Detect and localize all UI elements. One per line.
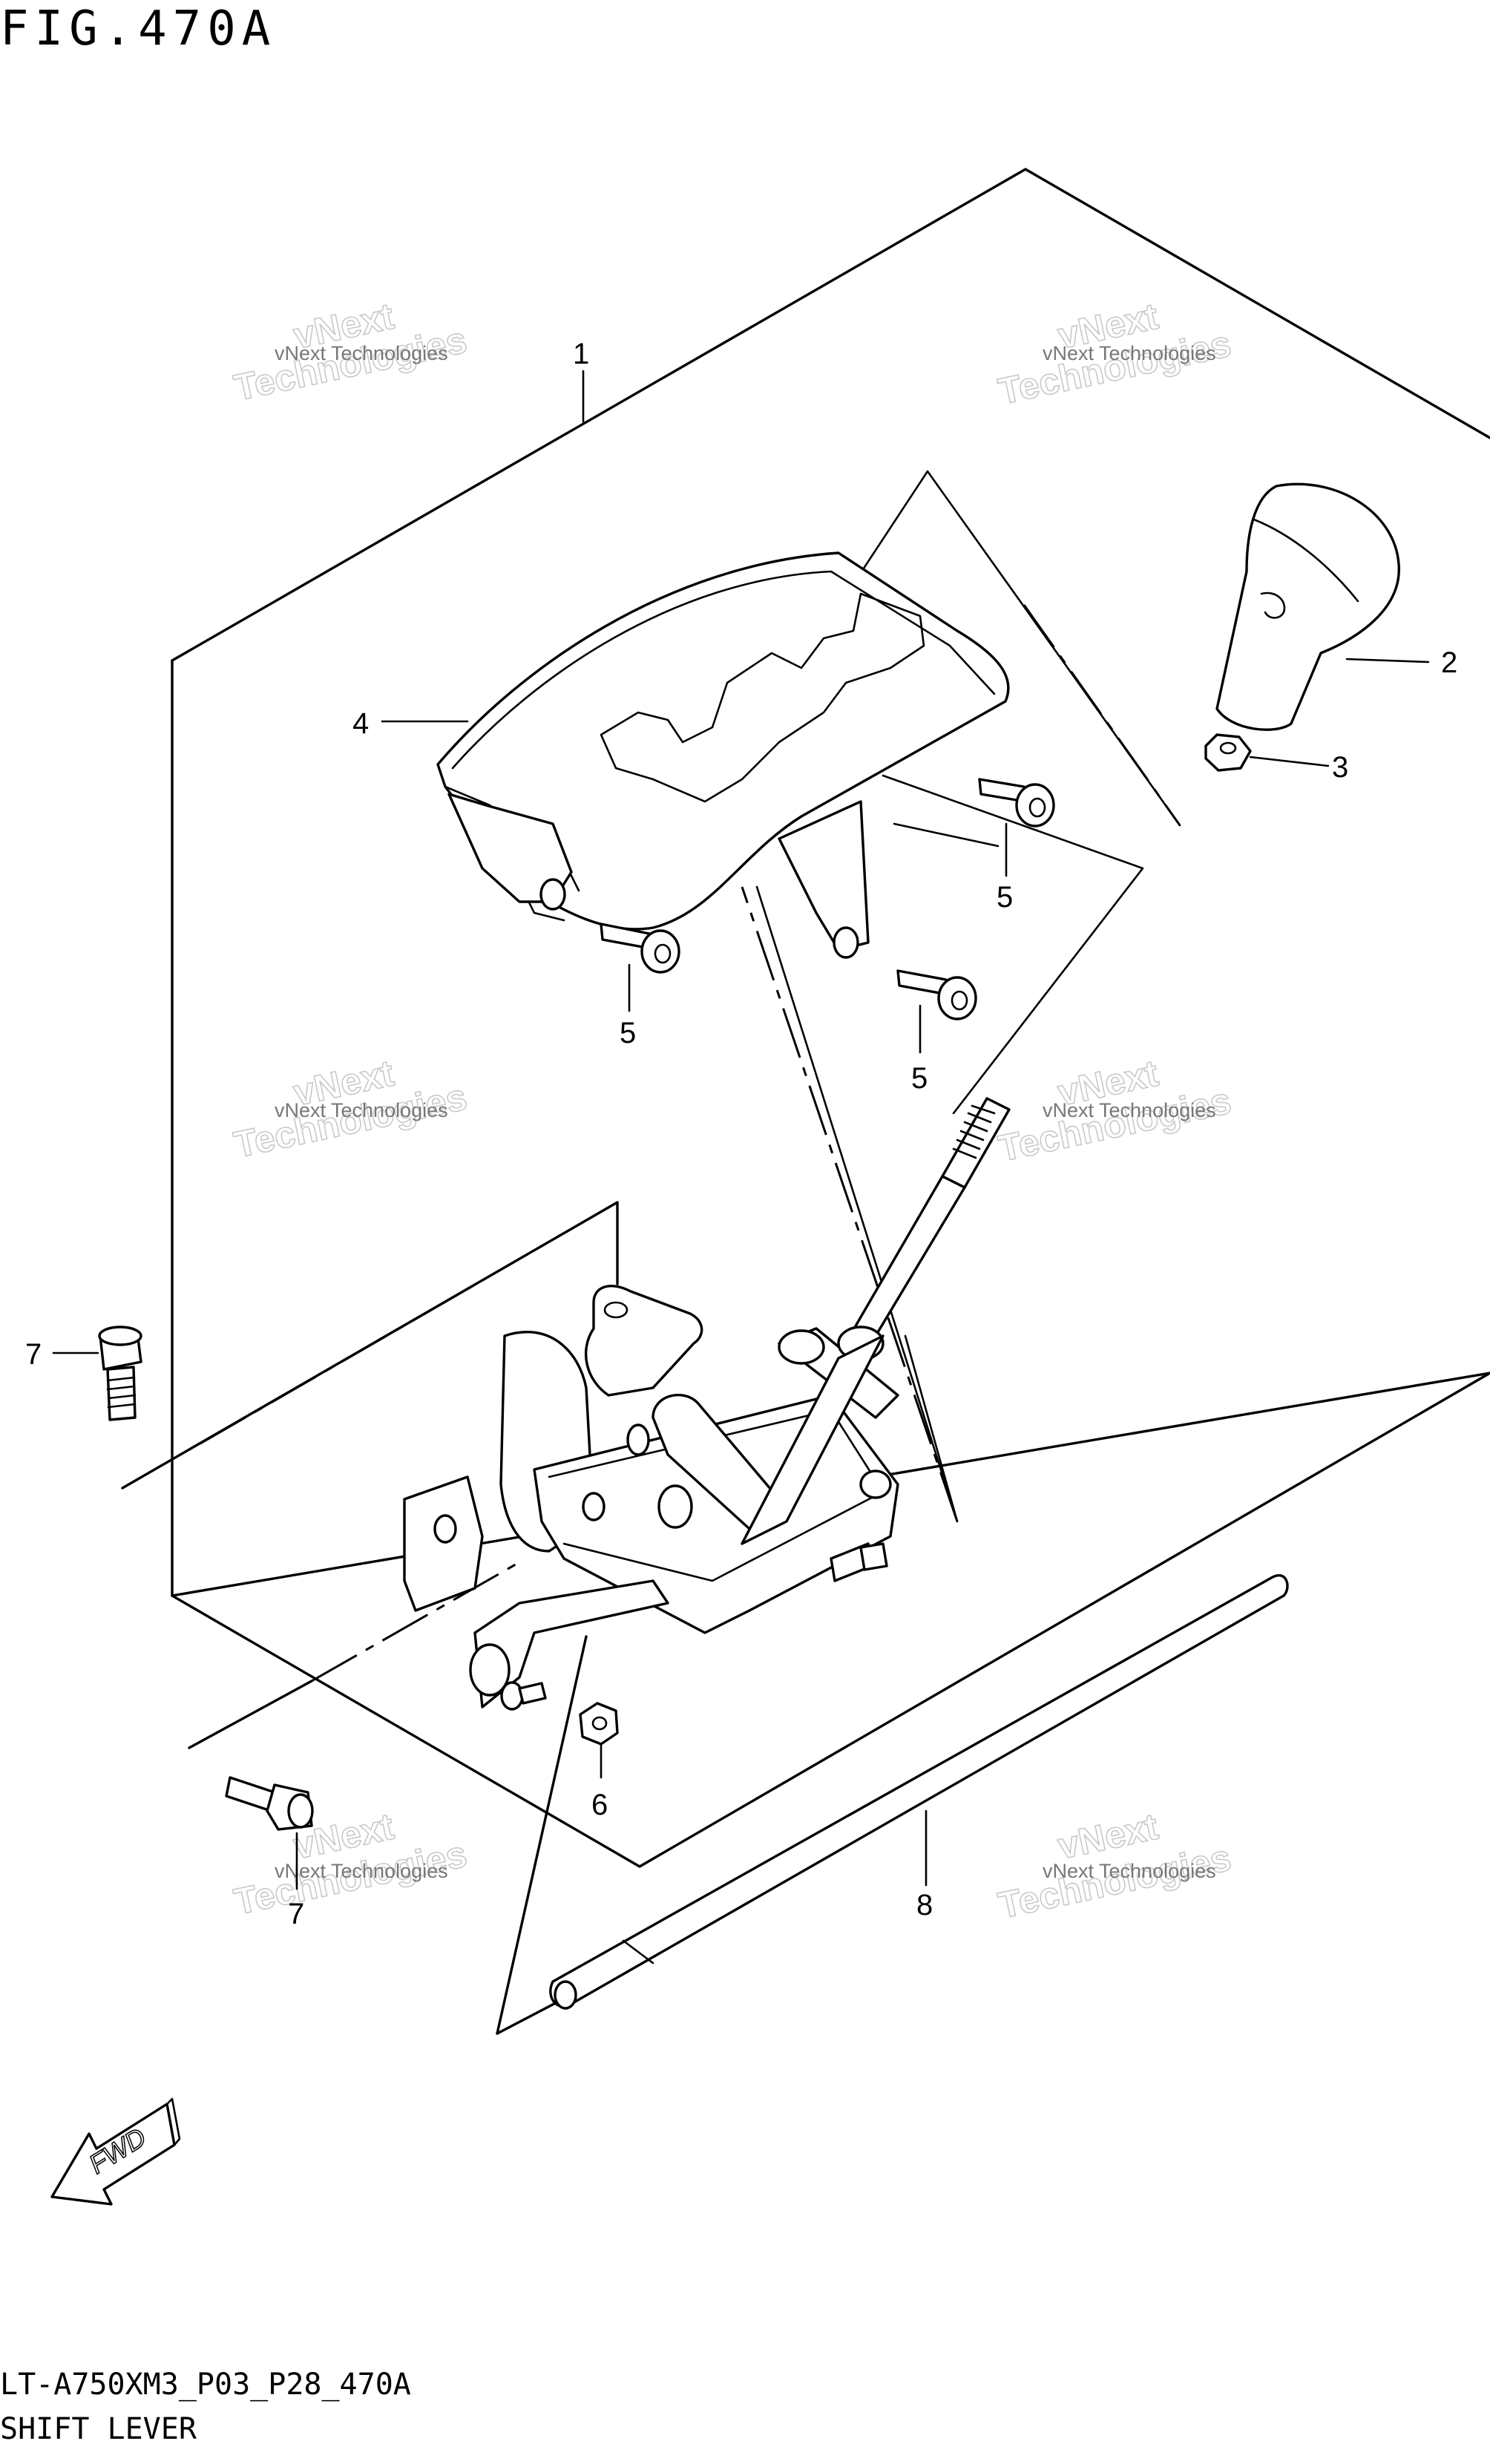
lever-guide-lines [755, 774, 1144, 1523]
bolt-5-left[interactable] [600, 923, 680, 974]
nut-6[interactable] [579, 1702, 619, 1746]
watermark-top-right: Technologies vNext vNext Technologies [994, 295, 1235, 413]
svg-text:vNext Technologies: vNext Technologies [275, 1860, 448, 1882]
figure-title: FIG.470A [0, 1, 277, 56]
callout-6: 6 [591, 1789, 608, 1821]
callout-4: 4 [352, 707, 369, 740]
assembly-outline [171, 168, 1490, 1868]
lock-nut[interactable] [1204, 733, 1252, 772]
watermark-mid-right: Technologies vNext vNext Technologies [994, 1052, 1235, 1170]
watermark-mid-left: Technologies vNext vNext Technologies [230, 1052, 471, 1167]
callout-5-left: 5 [620, 1017, 636, 1049]
callout-7-lower: 7 [288, 1898, 304, 1930]
callout-7-upper: 7 [25, 1338, 42, 1371]
callout-2: 2 [1441, 646, 1457, 679]
svg-text:vNext Technologies: vNext Technologies [1043, 1099, 1216, 1121]
svg-text:vNext Technologies: vNext Technologies [1043, 342, 1216, 364]
callout-3: 3 [1332, 751, 1348, 784]
shift-shaft[interactable] [549, 1574, 1289, 2010]
callout-leaders [52, 370, 1430, 1890]
callout-8: 8 [916, 1889, 933, 1921]
callout-5-upper: 5 [997, 881, 1013, 914]
watermark-top-left: Technologies vNext vNext Technologies [230, 295, 471, 410]
bolt-5-right[interactable] [896, 969, 977, 1020]
bolt-5-upper[interactable] [978, 778, 1055, 828]
shift-bracket-assembly[interactable] [403, 1285, 899, 1711]
bolt-7-upper[interactable] [98, 1326, 142, 1421]
shift-gate-cover[interactable] [436, 551, 1010, 959]
svg-text:vNext Technologies: vNext Technologies [1043, 1860, 1216, 1882]
svg-text:vNext Technologies: vNext Technologies [275, 342, 448, 364]
shift-knob[interactable] [1215, 482, 1400, 731]
fwd-arrow-icon: FWD [50, 2097, 181, 2206]
watermark-bottom-right: Technologies vNext vNext Technologies [994, 1805, 1235, 1927]
figure-name: SHIFT LEVER [0, 2412, 197, 2446]
callout-5-right: 5 [911, 1062, 928, 1095]
svg-text:vNext Technologies: vNext Technologies [275, 1099, 448, 1121]
watermark-bottom-left: Technologies vNext vNext Technologies [230, 1805, 471, 1924]
bolt-7-lower[interactable] [225, 1776, 314, 1831]
figure-code: LT-A750XM3_P03_P28_470A [0, 2368, 411, 2402]
callout-1: 1 [573, 338, 589, 370]
